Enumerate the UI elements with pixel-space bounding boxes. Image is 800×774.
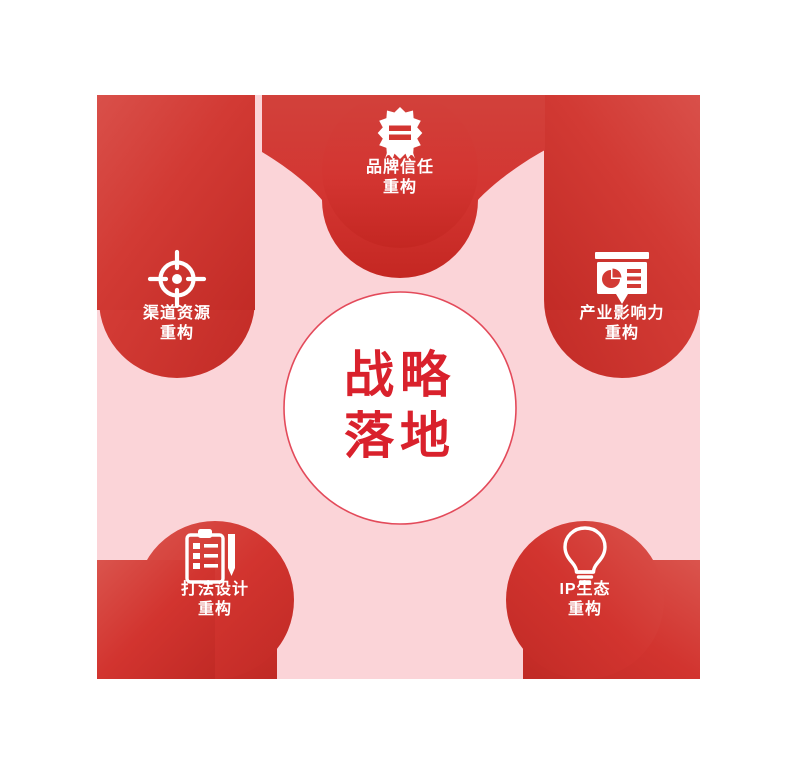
node-shape-brand-trust xyxy=(262,95,545,278)
lightbulb-icon xyxy=(563,526,607,584)
award-ribbon-icon xyxy=(377,107,423,159)
center-hub-label: 战略 落地 xyxy=(280,345,520,467)
node-shape-industry-influence xyxy=(544,95,700,378)
crosshair-target-icon xyxy=(147,249,207,309)
center-line2: 落地 xyxy=(344,408,456,464)
center-line1: 战略 xyxy=(344,347,456,403)
center-hub-circle xyxy=(283,291,517,525)
clipboard-pen-icon xyxy=(185,529,235,584)
node-shape-ip-ecosystem xyxy=(506,521,700,679)
node-shape-channel-resources xyxy=(97,95,255,378)
presentation-board-icon xyxy=(595,252,649,304)
